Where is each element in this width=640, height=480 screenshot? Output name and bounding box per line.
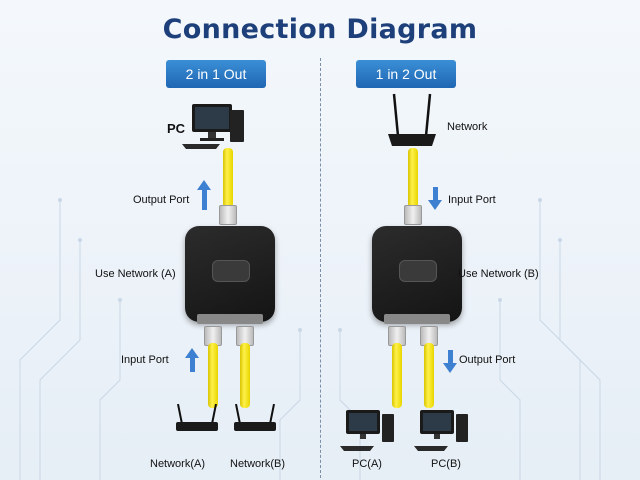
output-cable-a — [392, 343, 402, 408]
input-arrow-shaft — [190, 358, 195, 372]
left-output-port-label: Output Port — [133, 194, 190, 206]
right-input-arrow-shaft — [433, 187, 438, 201]
pc-icon — [182, 104, 244, 149]
output-cable — [223, 148, 233, 208]
right-input-plug — [404, 205, 422, 225]
pc-a-icon — [340, 410, 394, 451]
router-b-icon — [234, 404, 276, 431]
output-plug — [219, 205, 237, 225]
input-cable-a — [208, 343, 218, 408]
right-output-arrow-icon — [443, 363, 457, 373]
right-input-port-label: Input Port — [448, 194, 496, 206]
pc-label: PC — [167, 121, 186, 136]
output-cable-b — [424, 343, 434, 408]
right-input-arrow-icon — [428, 200, 442, 210]
input-arrow-icon — [185, 348, 199, 358]
left-switch-box — [185, 226, 275, 324]
output-arrow-icon — [197, 180, 211, 190]
right-input-cable — [408, 148, 418, 208]
left-heading: 2 in 1 Out — [166, 60, 266, 88]
left-use-network-label: Use Network (A) — [95, 268, 176, 280]
switch-ports — [197, 314, 263, 324]
panel-divider — [320, 58, 321, 478]
right-network-label: Network — [447, 121, 488, 133]
input-cable-b — [240, 343, 250, 408]
pc-a-label: PC(A) — [352, 458, 382, 470]
right-switch-box — [372, 226, 462, 324]
network-a-label: Network(A) — [150, 458, 206, 470]
switch-ports — [384, 314, 450, 324]
network-b-label: Network(B) — [230, 458, 286, 470]
router-a-icon — [176, 404, 218, 431]
left-input-port-label: Input Port — [121, 354, 169, 366]
right-use-network-label: Use Network (B) — [458, 268, 539, 280]
router-icon — [388, 93, 436, 146]
output-arrow-shaft — [202, 190, 207, 210]
pc-b-label: PC(B) — [431, 458, 461, 470]
right-output-port-label: Output Port — [459, 354, 516, 366]
right-heading: 1 in 2 Out — [356, 60, 456, 88]
right-output-arrow-shaft — [448, 350, 453, 364]
pc-b-icon — [414, 410, 468, 451]
switch-toggle[interactable] — [212, 260, 250, 282]
switch-toggle[interactable] — [399, 260, 437, 282]
page-title: Connection Diagram — [162, 14, 478, 45]
